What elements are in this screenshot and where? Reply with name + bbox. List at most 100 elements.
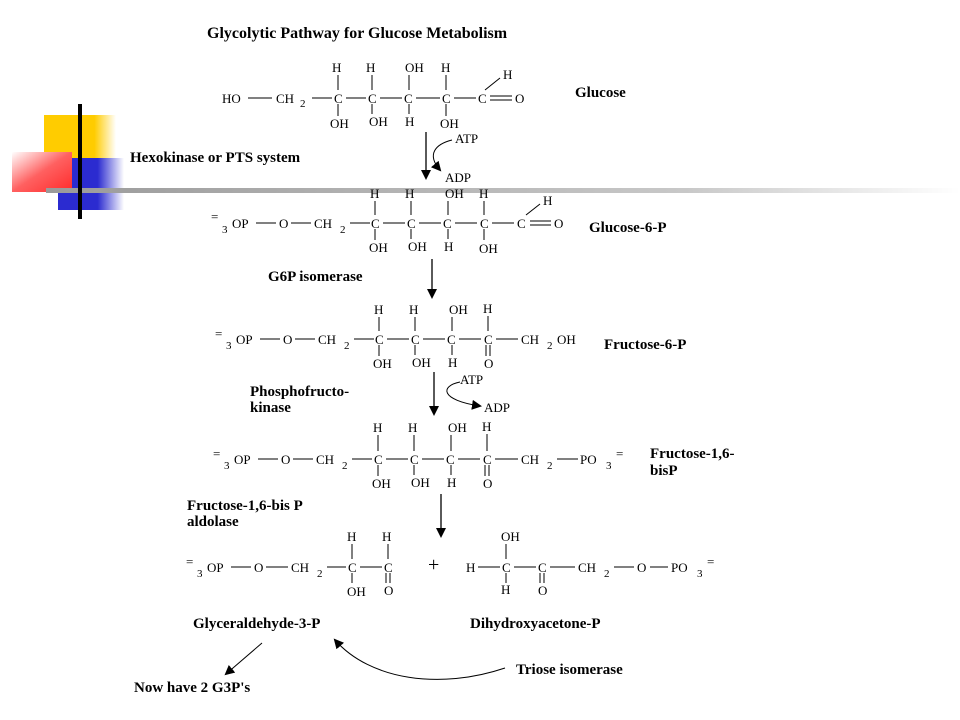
atom-ho: HO (222, 91, 241, 106)
label-glucose: Glucose (575, 85, 626, 101)
atom-oh: OH (369, 114, 388, 129)
atom-h: H (441, 60, 450, 75)
label-glyceraldehyde-3-p: Glyceraldehyde-3-P (193, 616, 320, 632)
atom-c: C (502, 560, 511, 575)
subscript: 3 (197, 568, 203, 580)
atom-c: C (446, 452, 455, 467)
adp-label: ADP (484, 400, 510, 415)
atom-h: H (479, 186, 488, 201)
atom-op: OP (234, 452, 251, 467)
charge: = (213, 446, 220, 461)
atom-oh: OH (557, 332, 576, 347)
atom-oh: OH (372, 476, 391, 491)
adp-label: ADP (445, 170, 471, 185)
atom-oh: OH (448, 420, 467, 435)
atp-curve-1 (430, 139, 453, 172)
atom-c: C (348, 560, 357, 575)
atom-op: OP (236, 332, 253, 347)
atom-h: H (366, 60, 375, 75)
atom-c: C (404, 91, 413, 106)
atom-ch: CH (276, 91, 294, 106)
atom-o: O (538, 583, 547, 598)
atom-c: C (407, 216, 416, 231)
fructose-1-6-bisp-structure: = 3 OP O CH 2 C C C C CH 2 PO 3 = H (213, 419, 735, 491)
atom-c: C (442, 91, 451, 106)
atom-h: H (482, 419, 491, 434)
subscript: 2 (340, 224, 346, 236)
enzyme-pfk-line1: Phosphofructo- (250, 384, 349, 400)
atom-c: C (374, 452, 383, 467)
atom-o: O (515, 91, 524, 106)
atom-c: C (411, 332, 420, 347)
subscript: 2 (547, 460, 553, 472)
subscript: 2 (342, 460, 348, 472)
atom-c: C (538, 560, 547, 575)
glucose-structure: HO CH 2 C C C C C O H H OH H (222, 60, 626, 131)
atom-h: H (405, 186, 414, 201)
atom-o: O (254, 560, 263, 575)
atom-c: C (447, 332, 456, 347)
enzyme-hexokinase: Hexokinase or PTS system (130, 150, 301, 166)
atom-c: C (480, 216, 489, 231)
atom-o: O (283, 332, 292, 347)
subscript: 3 (222, 224, 228, 236)
atom-h: H (466, 560, 475, 575)
atom-ch: CH (314, 216, 332, 231)
label-glucose-6-p: Glucose-6-P (589, 220, 666, 236)
atom-h: H (503, 67, 512, 82)
label-f16bp-line1: Fructose-1,6- (650, 446, 735, 462)
atp-label: ATP (455, 131, 478, 146)
atom-ch: CH (521, 332, 539, 347)
enzyme-aldolase-line2: aldolase (187, 514, 239, 530)
enzyme-g6p-isomerase: G6P isomerase (268, 269, 363, 285)
subscript: 2 (317, 568, 323, 580)
atom-o: O (483, 476, 492, 491)
atom-oh: OH (373, 356, 392, 371)
subscript: 3 (226, 340, 232, 352)
atom-h: H (447, 475, 456, 490)
atp-curve-3 (446, 381, 482, 410)
atom-ch: CH (318, 332, 336, 347)
atom-h: H (543, 193, 552, 208)
atom-h: H (444, 239, 453, 254)
atom-o: O (281, 452, 290, 467)
subscript: 2 (547, 340, 553, 352)
enzyme-aldolase-line1: Fructose-1,6-bis P (187, 498, 303, 514)
atom-o: O (484, 356, 493, 371)
charge: = (707, 554, 714, 569)
atom-h: H (370, 186, 379, 201)
atom-c: C (484, 332, 493, 347)
atom-c: C (368, 91, 377, 106)
atom-h: H (448, 355, 457, 370)
deco-red-square (12, 152, 72, 192)
atom-oh: OH (369, 240, 388, 255)
atom-c: C (371, 216, 380, 231)
plus-sign: + (428, 554, 439, 576)
atom-po: PO (671, 560, 688, 575)
atom-o: O (637, 560, 646, 575)
charge: = (215, 326, 222, 341)
subscript: 3 (224, 460, 230, 472)
atom-oh: OH (412, 355, 431, 370)
atom-oh: OH (440, 116, 459, 131)
atom-ch: CH (316, 452, 334, 467)
atom-c: C (483, 452, 492, 467)
enzyme-pfk-line2: kinase (250, 400, 291, 416)
charge: = (616, 446, 623, 461)
atom-h: H (501, 582, 510, 597)
subscript: 2 (344, 340, 350, 352)
deco-horizontal-rule (46, 188, 960, 193)
charge: = (211, 209, 218, 224)
atom-op: OP (232, 216, 249, 231)
atom-c: C (375, 332, 384, 347)
subscript: 3 (606, 460, 612, 472)
atom-oh: OH (405, 60, 424, 75)
label-f16bp-line2: bisP (650, 463, 678, 479)
atom-c: C (410, 452, 419, 467)
g3p-output-arrow (224, 642, 263, 676)
subscript: 3 (697, 568, 703, 580)
enzyme-triose-isomerase: Triose isomerase (516, 662, 623, 678)
atom-h: H (408, 420, 417, 435)
fructose-6-p-structure: = 3 OP O CH 2 C C C C CH 2 OH H OH H (215, 301, 686, 371)
